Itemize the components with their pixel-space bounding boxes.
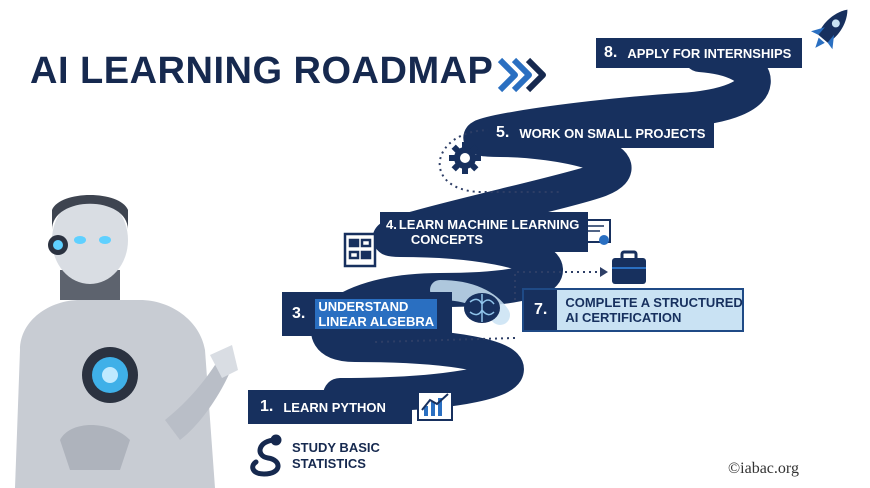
step-number: 4. (386, 217, 397, 232)
study-statistics-label: STUDY BASIC STATISTICS (292, 440, 380, 472)
rocket-icon (810, 9, 848, 50)
step-number: 5. (496, 124, 510, 141)
brain-icon (464, 293, 500, 323)
step-label-line-1: UNDERSTAND (315, 299, 438, 314)
step-label-line-2: LINEAR ALGEBRA (315, 314, 438, 329)
step-label: WORK ON SMALL PROJECTS (519, 125, 706, 141)
dotted-arrow-briefcase (514, 271, 600, 300)
step-linear-algebra: 3. UNDERSTAND LINEAR ALGEBRA (282, 292, 452, 336)
step-machine-learning: 4. LEARN MACHINE LEARNING CONCEPTS (380, 212, 588, 252)
step-small-projects: 5. WORK ON SMALL PROJECTS (488, 118, 714, 148)
chart-icon (417, 391, 453, 421)
step-number: 3. (292, 305, 306, 322)
step-label-line-1: LEARN MACHINE LEARNING (398, 217, 580, 232)
step-number: 8. (604, 44, 618, 61)
page-title: AI LEARNING ROADMAP (30, 50, 494, 92)
briefcase-icon (612, 250, 646, 284)
step-label-line-2: CONCEPTS (410, 232, 484, 247)
statistics-line-2: STATISTICS (292, 456, 366, 471)
gear-icon (449, 142, 481, 174)
flowchart-icon (343, 232, 377, 268)
statistics-line-1: STUDY BASIC (292, 440, 380, 455)
snake-icon (250, 434, 282, 477)
step-number: 7. (524, 290, 558, 330)
step-ai-certification: 7. COMPLETE A STRUCTURED AI CERTIFICATIO… (522, 288, 744, 332)
step-label: LEARN PYTHON (283, 399, 386, 415)
step-learn-python: 1. LEARN PYTHON (248, 390, 412, 424)
step-label-line-2: AI CERTIFICATION (565, 310, 682, 325)
copyright-text: ©iabac.org (728, 460, 799, 477)
robot-illustration (15, 195, 238, 488)
step-number: 1. (260, 398, 274, 415)
step-apply-internships: 8. APPLY FOR INTERNSHIPS (596, 38, 802, 68)
step-label-line-1: COMPLETE A STRUCTURED (565, 295, 743, 310)
step-label: APPLY FOR INTERNSHIPS (627, 45, 792, 61)
chevrons-icon (497, 57, 546, 93)
dotted-arrow-projects (438, 129, 560, 193)
